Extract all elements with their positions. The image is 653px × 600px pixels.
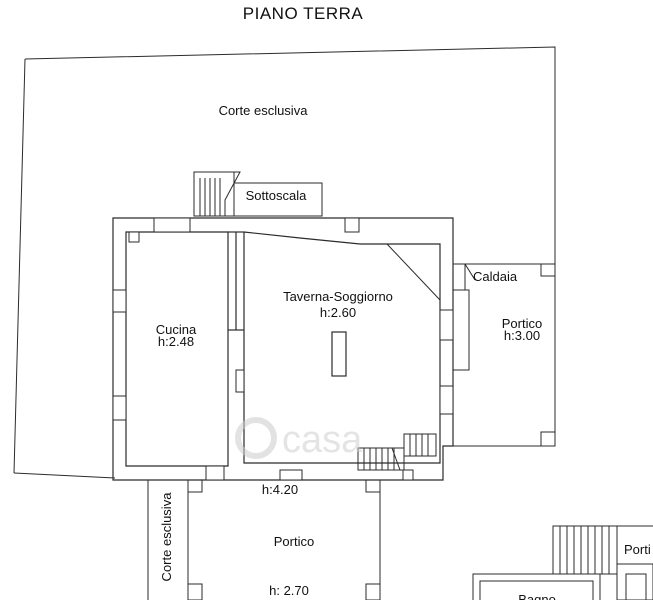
sottoscala-stairs — [193, 171, 323, 217]
label-caldaia: Caldaia — [473, 269, 518, 284]
label-portico-right-height: h:3.00 — [504, 328, 540, 343]
label-portico-bottom-height: h: 2.70 — [269, 583, 309, 598]
watermark-logo-icon — [235, 417, 277, 459]
label-cucina: Cucina — [156, 322, 197, 337]
taverna-stairs — [357, 433, 437, 471]
watermark-text: casa — [282, 419, 363, 461]
label-portico-partial: Porti — [624, 542, 651, 557]
door-swing — [386, 243, 441, 301]
label-cucina-height: h:2.48 — [158, 334, 194, 349]
windows — [112, 217, 454, 481]
central-column — [331, 331, 347, 377]
label-ground-height: h:4.20 — [262, 482, 298, 497]
bottom-portico-structure — [113, 479, 381, 600]
label-taverna: Taverna-Soggiorno — [283, 289, 393, 304]
watermark: casa — [235, 417, 363, 461]
plan-title: PIANO TERRA — [243, 4, 364, 23]
courtyard-boundary — [13, 46, 556, 479]
neighbour-unit — [472, 525, 653, 600]
label-corte-esclusiva: Corte esclusiva — [219, 103, 309, 118]
label-corte-esclusiva-vertical: Corte esclusiva — [159, 492, 174, 582]
label-bagno-partial: Bagno — [518, 592, 556, 600]
label-taverna-height: h:2.60 — [320, 305, 356, 320]
label-portico-right: Portico — [502, 316, 542, 331]
caldaia-portico-structure — [452, 263, 556, 447]
label-sottoscala: Sottoscala — [246, 188, 307, 203]
label-portico-bottom: Portico — [274, 534, 314, 549]
